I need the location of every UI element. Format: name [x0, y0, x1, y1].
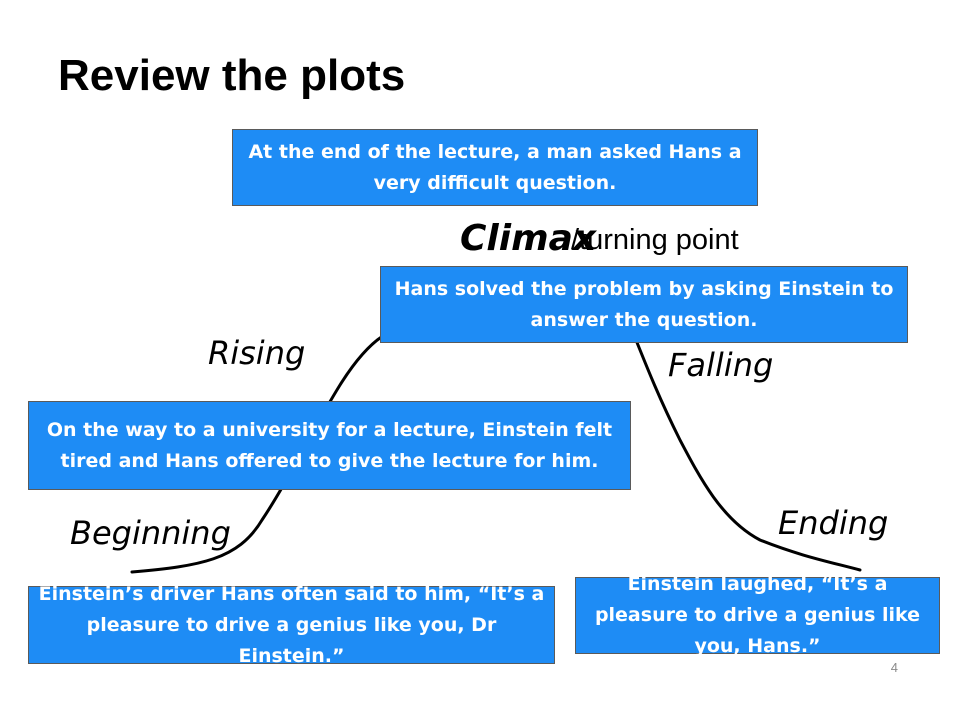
climax-event-text: At the end of the lecture, a man asked H… [248, 140, 742, 194]
rising-text: On the way to a university for a lecture… [46, 418, 613, 472]
climax-event-box: At the end of the lecture, a man asked H… [232, 129, 758, 206]
falling-label: Falling [668, 346, 774, 384]
beginning-text: Einstein’s driver Hans often said to him… [38, 582, 545, 667]
climax-suffix-label: /turning point [571, 224, 739, 256]
climax-resolution-box: Hans solved the problem by asking Einste… [380, 266, 908, 343]
beginning-label: Beginning [70, 514, 231, 552]
rising-box: On the way to a university for a lecture… [28, 401, 631, 490]
climax-resolution-text: Hans solved the problem by asking Einste… [394, 277, 894, 331]
ending-box: Einstein laughed, “It’s a pleasure to dr… [575, 573, 940, 657]
beginning-box: Einstein’s driver Hans often said to him… [28, 583, 555, 667]
ending-text: Einstein laughed, “It’s a pleasure to dr… [594, 573, 921, 657]
page-title: Review the plots [58, 51, 406, 100]
ending-label: Ending [778, 504, 889, 542]
climax-label: Climax [460, 218, 597, 259]
page-number: 4 [890, 660, 898, 675]
rising-label: Rising [208, 334, 306, 372]
